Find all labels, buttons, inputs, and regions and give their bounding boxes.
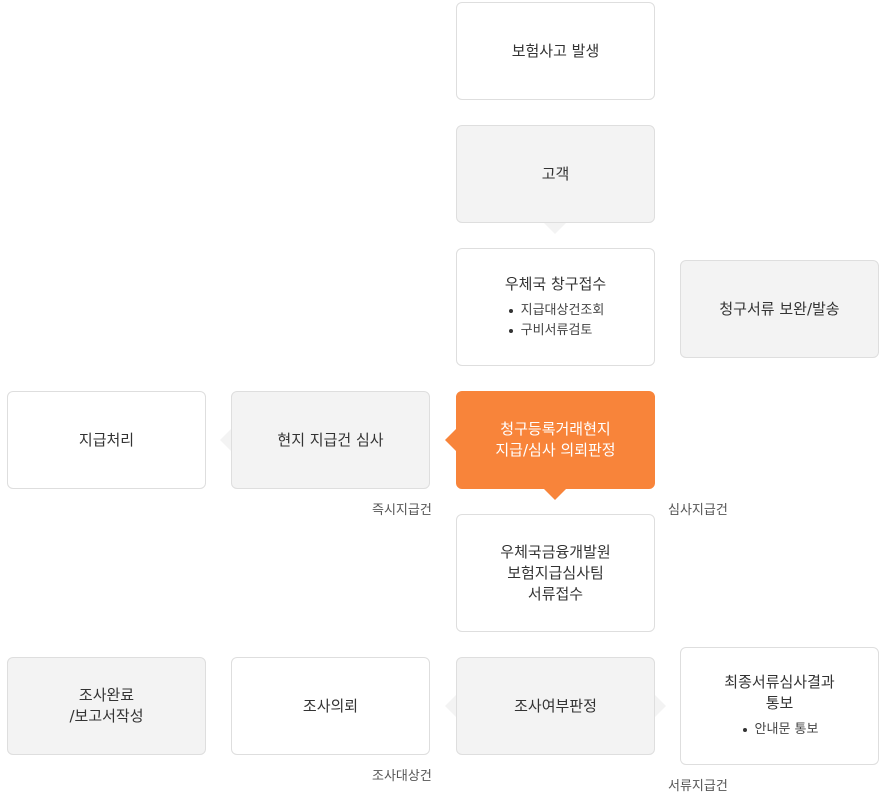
- node-decision-line1: 청구등록거래현지: [500, 420, 611, 438]
- node-customer: 고객: [456, 125, 655, 223]
- node-final-review: 최종서류심사결과 통보 안내문 통보: [680, 647, 879, 765]
- arrow-down-receipt: [544, 632, 566, 643]
- node-receipt-line2: 보험지급심사팀: [507, 563, 604, 582]
- arrow-right-claim: [655, 296, 666, 318]
- label-document-payment: 서류지급건: [668, 779, 728, 794]
- claim-check-item: 구비서류검토: [507, 321, 605, 341]
- arrow-right-investigation-decision: [655, 695, 666, 717]
- arrow-left-local-review: [220, 429, 231, 451]
- node-final-review-line2: 통보: [765, 694, 794, 712]
- arrow-down-customer: [544, 223, 566, 234]
- node-supplement: 청구서류 보완/발송: [680, 260, 879, 358]
- node-investigation-decision: 조사여부판정: [456, 657, 655, 755]
- node-receipt: 우체국금융개발원 보험지급심사팀 서류접수: [456, 514, 655, 632]
- label-investigation-target: 조사대상건: [372, 769, 432, 784]
- node-post-office-claim: 우체국 창구접수 지급대상건조회 구비서류검토: [456, 248, 655, 366]
- arrow-left-decision: [445, 429, 456, 451]
- node-accident: 보험사고 발생: [456, 2, 655, 100]
- arrow-down-claim: [544, 366, 566, 377]
- claim-check-item: 지급대상건조회: [507, 301, 604, 321]
- node-accident-label: 보험사고 발생: [511, 41, 600, 60]
- node-investigation-request: 조사의뢰: [231, 657, 430, 755]
- node-investigation-complete: 조사완료 /보고서작성: [7, 657, 206, 755]
- node-investigation-decision-label: 조사여부판정: [514, 696, 597, 715]
- node-receipt-line3: 서류접수: [527, 584, 584, 603]
- node-payment-label: 지급처리: [78, 430, 135, 449]
- node-supplement-label: 청구서류 보완/발송: [719, 299, 840, 318]
- node-investigation-complete-line1: 조사완료: [78, 686, 135, 704]
- node-decision-line2: 지급/심사 의뢰판정: [495, 441, 616, 459]
- node-local-review-label: 현지 지급건 심사: [277, 430, 384, 449]
- node-investigation-complete-line2: /보고서작성: [69, 707, 144, 725]
- claim-checklist: 지급대상건조회 구비서류검토: [507, 301, 605, 341]
- final-review-item: 안내문 통보: [741, 720, 818, 740]
- arrow-down-accident: [544, 100, 566, 111]
- node-payment: 지급처리: [7, 391, 206, 489]
- node-receipt-line1: 우체국금융개발원: [500, 542, 611, 561]
- arrow-left-investigation-decision: [445, 695, 456, 717]
- node-final-review-line1: 최종서류심사결과: [724, 673, 835, 691]
- label-immediate-payment: 즉시지급건: [372, 503, 432, 518]
- node-investigation-request-label: 조사의뢰: [302, 696, 359, 715]
- node-decision: 청구등록거래현지 지급/심사 의뢰판정: [456, 391, 655, 489]
- arrow-down-decision: [544, 489, 566, 500]
- label-review-payment: 심사지급건: [668, 503, 728, 518]
- node-customer-label: 고객: [541, 164, 570, 183]
- final-review-list: 안내문 통보: [741, 720, 818, 740]
- node-post-office-claim-title: 우체국 창구접수: [504, 274, 607, 293]
- arrow-left-investigation-request: [220, 695, 231, 717]
- node-local-review: 현지 지급건 심사: [231, 391, 430, 489]
